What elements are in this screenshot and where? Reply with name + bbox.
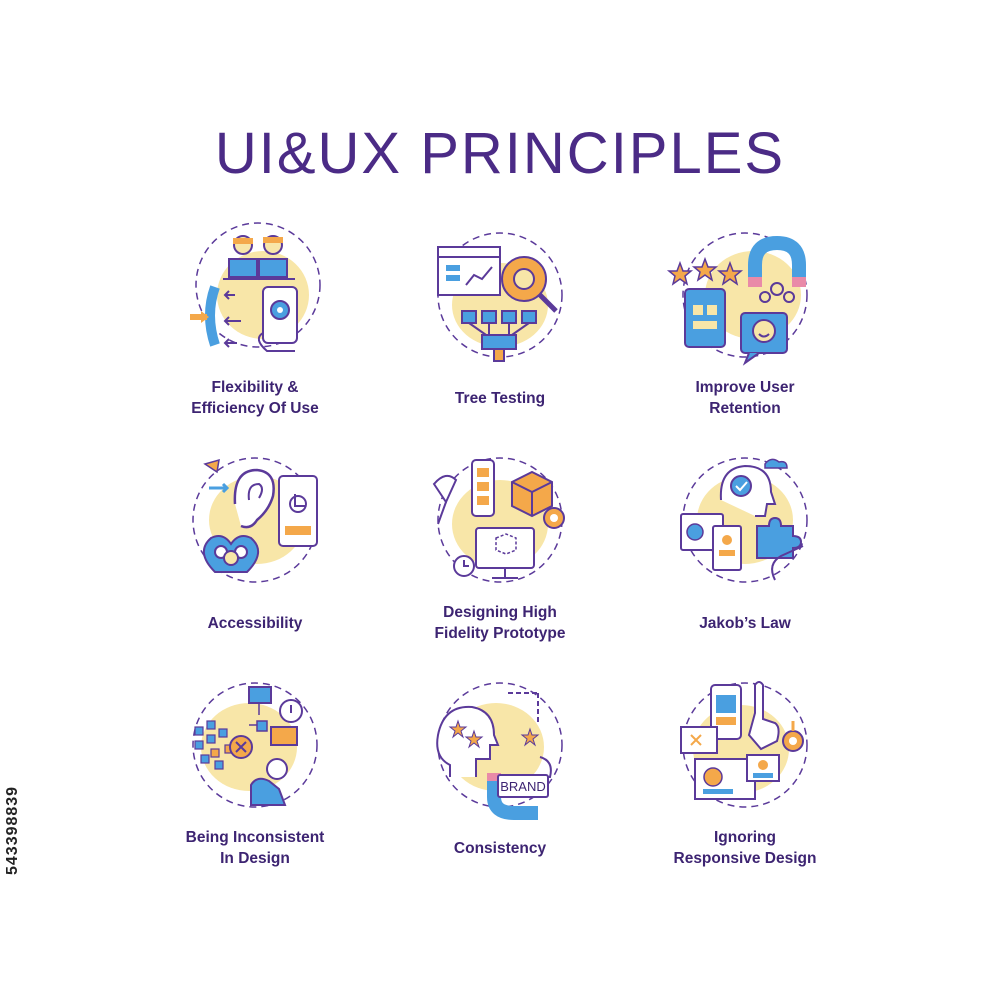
user-retention-icon [666,232,808,366]
card-label: Jakob’s Law [699,614,791,632]
card-label: Flexibility & Efficiency Of Use [191,379,319,417]
card-label: Consistency [453,839,547,857]
flexibility-icon [190,222,321,352]
card-jakobs-law: Jakob’s Law [635,440,855,660]
card-label: Accessibility [207,614,303,632]
accessibility-icon [192,457,318,583]
brand-label: BRAND [500,779,546,794]
card-label: Being Inconsistent In Design [185,829,325,867]
card-label: Improve User Retention [695,379,795,417]
card-consistency: BRAND Consistency [390,665,610,885]
card-flexibility: Flexibility & Efficiency Of Use [145,215,365,435]
card-label: Ignoring Responsive Design [673,829,817,867]
card-tree-testing: Tree Testing [390,215,610,435]
card-label: Tree Testing [454,389,546,407]
jakobs-law-icon [680,457,808,583]
tree-testing-icon [437,232,563,362]
card-prototype: Designing High Fidelity Prototype [390,440,610,660]
card-accessibility: Accessibility [145,440,365,660]
inconsistent-design-icon [192,682,318,808]
stock-id: 543398839 [4,785,21,875]
card-inconsistent-design: Being Inconsistent In Design [145,665,365,885]
prototype-icon [432,457,565,583]
card-responsive-design: Ignoring Responsive Design [635,665,855,885]
consistency-icon: BRAND [436,682,563,820]
card-user-retention: Improve User Retention [635,215,855,435]
responsive-design-icon [680,681,808,808]
card-label: Designing High Fidelity Prototype [434,604,566,642]
page-title: UI&UX PRINCIPLES [214,121,786,186]
